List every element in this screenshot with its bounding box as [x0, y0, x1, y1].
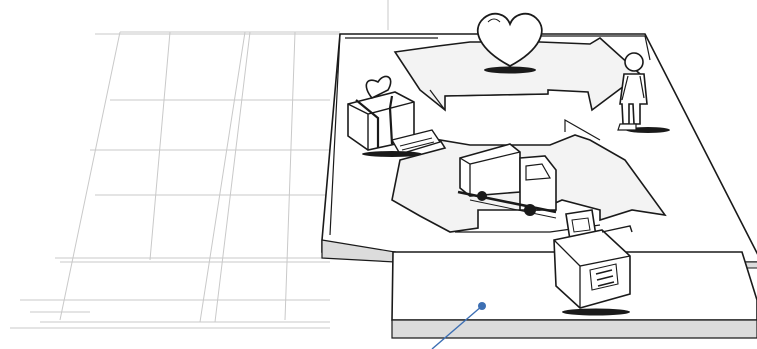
business-model-sketch: [0, 0, 757, 349]
